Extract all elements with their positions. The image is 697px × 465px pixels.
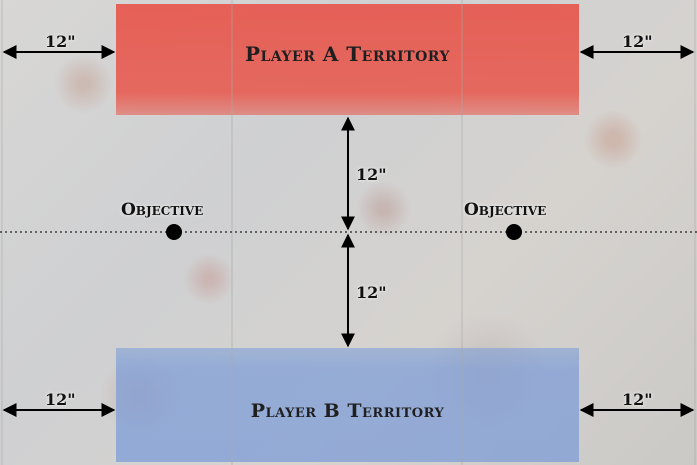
player-a-territory-label: Player A Territory	[245, 42, 450, 66]
measure-label-center-upper: 12"	[356, 165, 387, 184]
measure-label-bottom-left: 12"	[45, 390, 76, 409]
player-b-territory: Player B Territory	[116, 348, 579, 462]
objective-label-left: Objective	[121, 200, 204, 220]
player-a-territory: Player A Territory	[116, 4, 579, 115]
objective-marker-right	[506, 224, 522, 240]
objective-marker-left	[166, 224, 182, 240]
player-b-territory-label: Player B Territory	[250, 400, 445, 422]
measure-label-bottom-right: 12"	[622, 390, 653, 409]
objective-label-right: Objective	[464, 200, 547, 220]
measure-label-top-right: 12"	[622, 32, 653, 51]
measure-label-top-left: 12"	[45, 32, 76, 51]
measure-label-center-lower: 12"	[356, 283, 387, 302]
